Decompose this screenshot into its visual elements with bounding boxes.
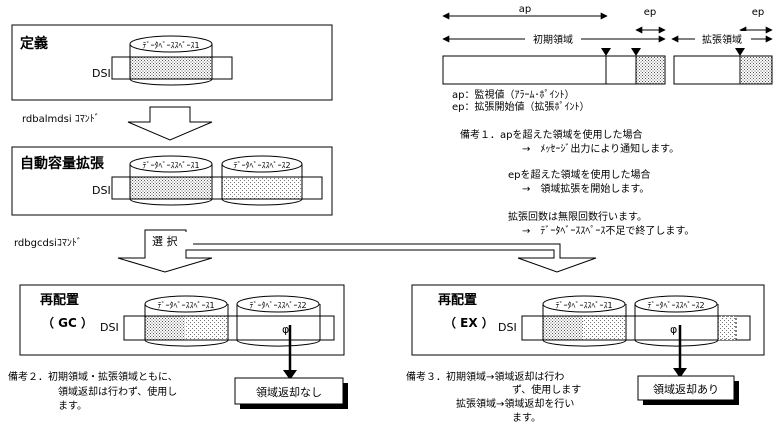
- auto-dsi-label: DSI: [92, 184, 111, 197]
- gc-phi: φ: [282, 323, 289, 336]
- rdbgcdsi-command-label: rdbgcdsiｺﾏﾝﾄﾞ: [14, 237, 82, 249]
- ex-label: （ EX ）: [444, 315, 494, 330]
- auto-space2-label: ﾃﾞｰﾀﾍﾞｰｽｽﾍﾟｰｽ2: [233, 161, 290, 170]
- define-title: 定義: [20, 35, 48, 52]
- note1-line4: → 領域拡張を開始します。: [522, 182, 649, 195]
- threshold-diagram: ap ep ep 初期領域 拡張領域: [442, 4, 773, 85]
- gc-space2-label: ﾃﾞｰﾀﾍﾞｰｽｽﾍﾟｰｽ2: [249, 301, 306, 310]
- result-return-text: 領域返却あり: [653, 382, 719, 396]
- initial-area-label: 初期領域: [533, 33, 573, 46]
- select-label: 選 択: [152, 234, 178, 248]
- down-arrow-1: [127, 106, 213, 141]
- note1-line3: epを超えた領域を使用した場合: [508, 168, 651, 181]
- ex-space1-label: ﾃﾞｰﾀﾍﾞｰｽｽﾍﾟｰｽ1: [555, 301, 612, 310]
- ep-dim-label-2: ep: [752, 7, 765, 18]
- realloc-gc-panel: 再配置 （ GC ） DSI ﾃﾞｰﾀﾍﾞｰｽｽﾍﾟｰｽ1 ﾃﾞｰﾀﾍﾞｰｽｽﾍ…: [19, 284, 345, 356]
- realloc-gc-title: 再配置: [40, 293, 79, 308]
- gc-label: （ GC ）: [42, 315, 93, 330]
- auto-expand-title: 自動容量拡張: [20, 155, 105, 172]
- note3-line3: 拡張領域→領域返却を行い: [456, 397, 574, 410]
- note1-line6: → ﾃﾞｰﾀﾍﾞｰｽｽﾍﾟｰｽ不足で終了します。: [522, 224, 694, 237]
- note2-line2: 領域返却は行わず、使用し: [58, 385, 177, 398]
- realloc-ex-panel: 再配置 （ EX ） DSI ﾃﾞｰﾀﾍﾞｰｽｽﾍﾟｰｽ1 ﾃﾞｰﾀﾍﾞｰｽｽﾍ…: [411, 284, 765, 356]
- define-dsi-label: DSI: [92, 67, 111, 80]
- note1-line2: → ﾒｯｾｰｼﾞ出力により通知します。: [522, 142, 679, 155]
- result-no-return-box: [234, 377, 344, 405]
- result-return-box: [637, 375, 735, 401]
- ap-dim-label: ap: [519, 4, 531, 15]
- ex-phi: φ: [670, 323, 677, 336]
- note1-line1: 備考１．apを超えた領域を使用した場合: [460, 128, 642, 141]
- result-no-return-text: 領域返却なし: [256, 385, 322, 399]
- ex-dsi-label: DSI: [498, 321, 517, 334]
- rdbalmdsi-command-label: rdbalmdsi ｺﾏﾝﾄﾞ: [22, 113, 100, 125]
- legend-ap: ap：監視値（ｱﾗｰﾑ･ﾎﾟｲﾝﾄ）: [452, 88, 574, 101]
- note3-line1: 備考３．初期領域→領域返却は行わ: [406, 370, 564, 383]
- extended-area-label: 拡張領域: [702, 33, 742, 46]
- define-panel: 定義 DSI ﾃﾞｰﾀﾍﾞｰｽｽﾍﾟｰｽ1: [11, 24, 333, 101]
- realloc-ex-title: 再配置: [438, 293, 477, 308]
- note1-line5: 拡張回数は無限回数行います。: [508, 210, 647, 223]
- auto-space1-label: ﾃﾞｰﾀﾍﾞｰｽｽﾍﾟｰｽ1: [142, 161, 199, 170]
- ep-dim-label-1: ep: [644, 7, 657, 18]
- note3-line4: ます。: [512, 412, 541, 424]
- gc-dsi-label: DSI: [100, 321, 119, 334]
- gc-space1-label: ﾃﾞｰﾀﾍﾞｰｽｽﾍﾟｰｽ1: [157, 301, 214, 310]
- note2-line3: ます。: [58, 400, 87, 412]
- legend-ep: ep：拡張開始値（拡張ﾎﾟｲﾝﾄ）: [452, 100, 590, 113]
- note2-line1: 備考２．初期領域・拡張領域ともに、: [8, 370, 178, 383]
- auto-expand-panel: 自動容量拡張 DSI ﾃﾞｰﾀﾍﾞｰｽｽﾍﾟｰｽ1 ﾃﾞｰﾀﾍﾞｰｽｽﾍﾟｰｽ2: [11, 146, 333, 216]
- note3-line2: ず、使用します: [512, 383, 581, 396]
- ex-space2-label: ﾃﾞｰﾀﾍﾞｰｽｽﾍﾟｰｽ2: [647, 301, 704, 310]
- define-space1-label: ﾃﾞｰﾀﾍﾞｰｽｽﾍﾟｰｽ1: [142, 41, 199, 50]
